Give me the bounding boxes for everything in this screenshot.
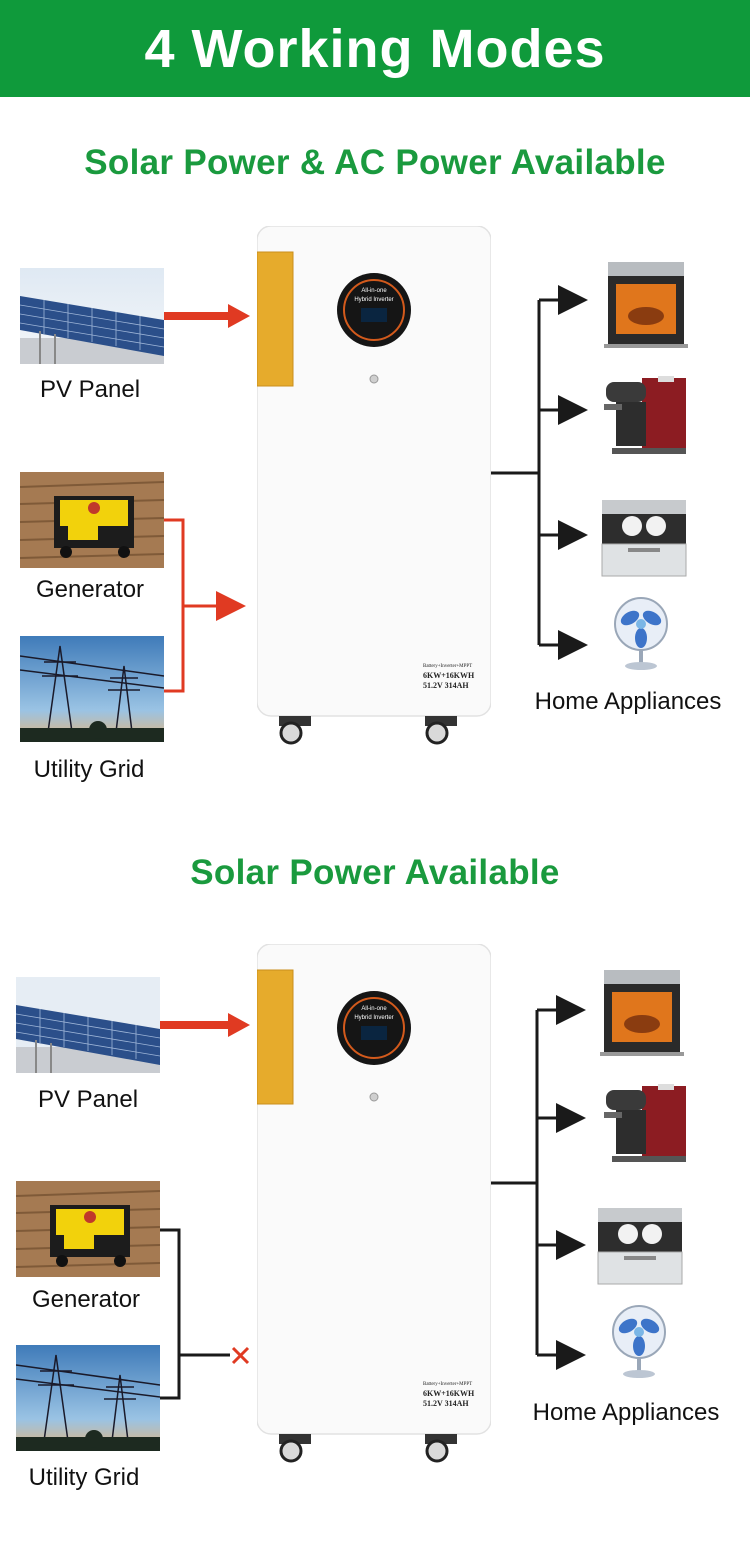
inverter-screen-line2: Hybrid Inverter [354, 1015, 393, 1021]
mode-title: Solar Power Available [190, 853, 560, 892]
hybrid-inverter-unit: All-in-one Hybrid Inverter Battery+Inver… [256, 943, 492, 1464]
pv-panel-image [20, 268, 164, 364]
generator-image [16, 1181, 160, 1277]
appliance-output-tree [491, 285, 588, 660]
page-header: 4 Working Modes [0, 0, 750, 97]
pv-input-arrow [164, 304, 250, 328]
coffee-machine-icon [598, 372, 692, 458]
generator-image [20, 472, 164, 568]
blocked-x-icon [231, 1346, 250, 1365]
inverter-spec-line1: Battery+Inverter+MPPT [423, 664, 472, 669]
inverter-spec-line2: 6KW+16KWH [423, 671, 475, 680]
fan-icon [606, 1304, 672, 1380]
inverter-spec-line2: 6KW+16KWH [423, 1389, 475, 1398]
utility-grid-label: Utility Grid [33, 756, 145, 783]
generator-label: Generator [31, 1286, 141, 1313]
page-title: 4 Working Modes [144, 18, 606, 79]
appliance-output-tree [491, 995, 586, 1370]
dishwasher-icon [594, 1202, 686, 1288]
inverter-spec-line3: 51.2V 314AH [423, 1399, 469, 1408]
coffee-machine-icon [598, 1080, 692, 1166]
inverter-spec-line3: 51.2V 314AH [423, 681, 469, 690]
ac-input-connector-active [164, 518, 246, 693]
inverter-spec-line1: Battery+Inverter+MPPT [423, 1382, 472, 1387]
inverter-screen-line1: All-in-one [361, 1006, 387, 1012]
mode-title: Solar Power & AC Power Available [84, 143, 666, 182]
pv-panel-label: PV Panel [39, 376, 141, 403]
fan-icon [608, 596, 674, 672]
utility-grid-label: Utility Grid [28, 1464, 140, 1491]
oven-icon [602, 258, 690, 350]
home-appliances-label: Home Appliances [534, 688, 722, 715]
dishwasher-icon [598, 494, 690, 580]
inverter-screen-line1: All-in-one [361, 288, 387, 294]
home-appliances-label: Home Appliances [532, 1399, 720, 1426]
hybrid-inverter-unit: All-in-one Hybrid Inverter Battery+Inver… [256, 225, 492, 746]
pv-panel-label: PV Panel [37, 1086, 139, 1113]
ac-input-connector-blocked [160, 1228, 230, 1400]
pv-input-arrow [160, 1013, 250, 1037]
inverter-screen-line2: Hybrid Inverter [354, 297, 393, 303]
oven-icon [598, 966, 686, 1058]
utility-grid-image [16, 1345, 160, 1451]
utility-grid-image [20, 636, 164, 742]
generator-label: Generator [35, 576, 145, 603]
pv-panel-image [16, 977, 160, 1073]
